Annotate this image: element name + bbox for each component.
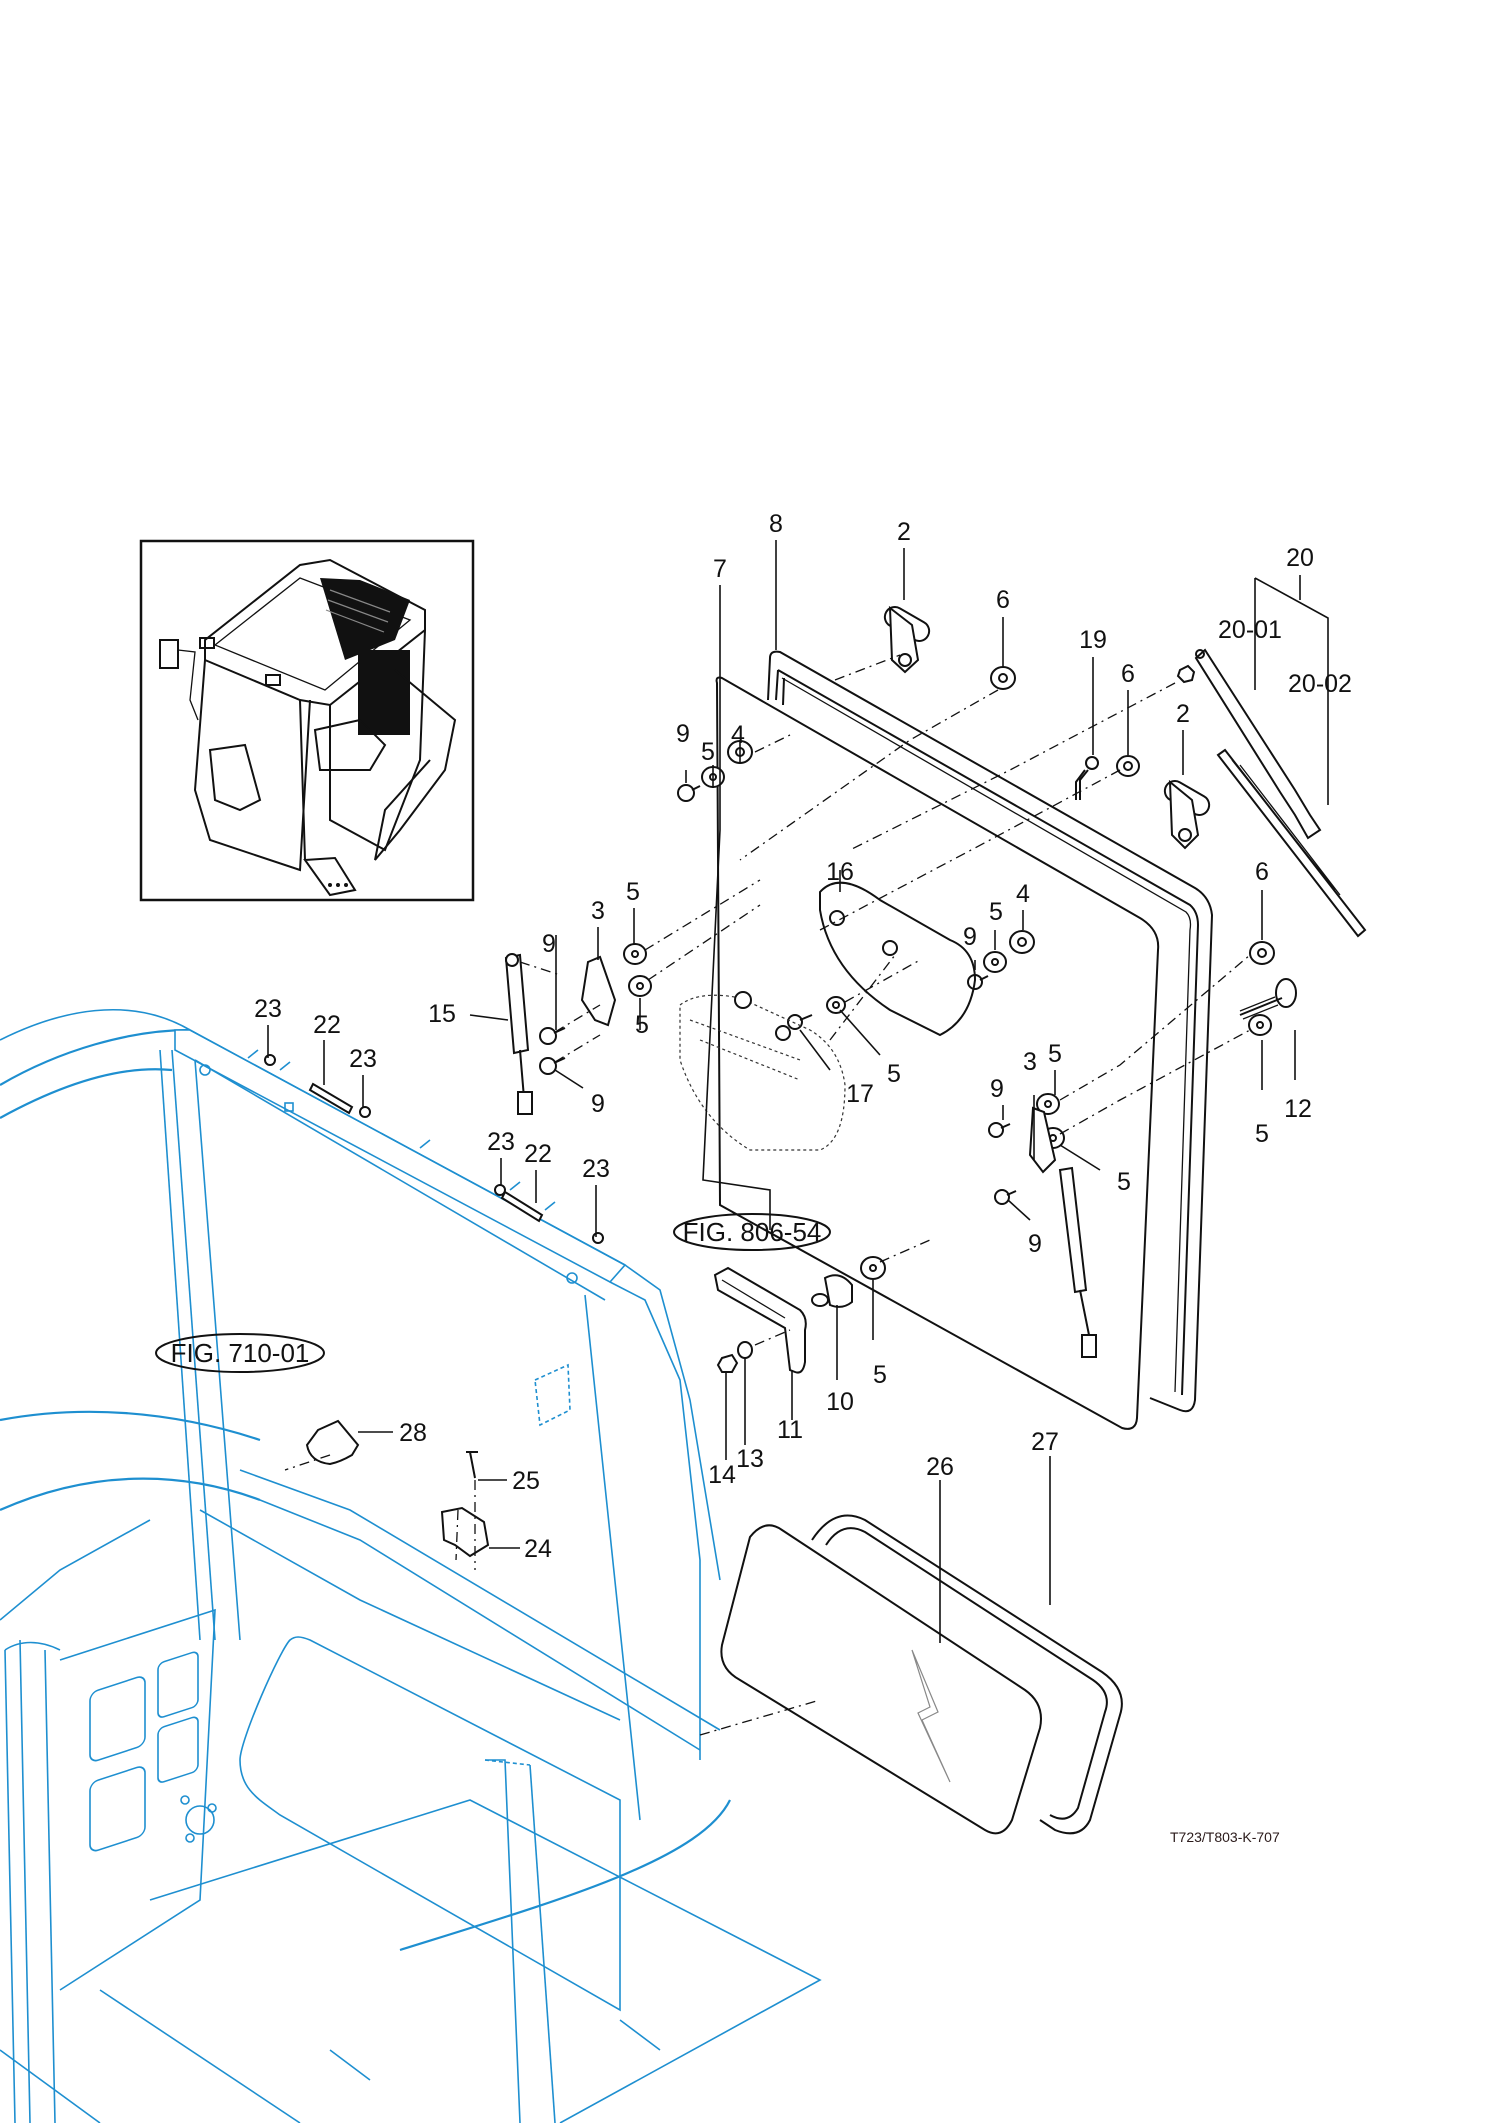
cab-overview-inset	[139, 539, 475, 902]
callout-25: 25	[512, 1467, 540, 1495]
striker-bolt	[1239, 978, 1297, 1020]
callout-23: 23	[349, 1045, 377, 1073]
callout-9: 9	[963, 923, 977, 951]
grommet	[1116, 755, 1140, 777]
handle-nut	[716, 1353, 739, 1373]
callout-5: 5	[989, 898, 1003, 926]
callout-5: 5	[626, 878, 640, 906]
callout-9: 9	[1028, 1230, 1042, 1258]
wiper-nut	[1176, 664, 1196, 684]
latch-bracket	[1028, 1106, 1057, 1174]
door-handle	[713, 1266, 807, 1374]
interior-light	[679, 994, 846, 1151]
glass-reflection-mark	[911, 1649, 951, 1783]
callout-22: 22	[313, 1011, 341, 1039]
grommet	[990, 666, 1016, 690]
callout-8: 8	[769, 510, 783, 538]
callout-27: 27	[1031, 1428, 1059, 1456]
callout-28: 28	[399, 1419, 427, 1447]
callout-2: 2	[1176, 700, 1190, 728]
callout-5: 5	[1117, 1168, 1131, 1196]
light-connector	[734, 991, 752, 1009]
wiper-blade	[1216, 748, 1367, 938]
gas-strut-left	[504, 953, 533, 1115]
fig-710-01-label: FIG. 710-01	[171, 1338, 310, 1368]
callout-14: 14	[708, 1461, 736, 1489]
callout-22: 22	[524, 1140, 552, 1168]
wiper-motor-fitting	[1075, 756, 1099, 800]
callout-2: 2	[897, 518, 911, 546]
callout-13: 13	[736, 1445, 764, 1473]
cab-frame-outline	[0, 1008, 822, 2123]
rear-window-seal	[811, 1514, 1123, 1835]
hinge-pin	[500, 1190, 544, 1223]
callout-26: 26	[926, 1453, 954, 1481]
latch-bracket	[580, 955, 617, 1027]
callout-16: 16	[826, 858, 854, 886]
fig-806-54-label: FIG. 806-54	[683, 1217, 822, 1247]
fig-710-01-ref[interactable]: FIG. 710-01	[155, 1333, 325, 1373]
callout-9: 9	[990, 1075, 1004, 1103]
callout-12: 12	[1284, 1095, 1312, 1123]
callout-23: 23	[254, 995, 282, 1023]
callout-9: 9	[542, 930, 556, 958]
callout-labels: 8 7 2 6 19 6 2 20 20-01 20-02 9 5 4 16 6…	[254, 510, 1352, 1563]
callout-17: 17	[846, 1080, 874, 1108]
callout-23: 23	[582, 1155, 610, 1183]
callout-20-02: 20-02	[1288, 670, 1352, 698]
callout-5: 5	[887, 1060, 901, 1088]
handle-washer	[737, 1341, 753, 1359]
hinge-pin	[308, 1082, 354, 1115]
callout-5: 5	[1255, 1120, 1269, 1148]
callout-24: 24	[524, 1535, 552, 1563]
callout-6: 6	[996, 586, 1010, 614]
callout-3: 3	[591, 897, 605, 925]
hinge-lower	[1163, 779, 1211, 850]
countersunk-screw	[466, 1451, 478, 1479]
callout-3: 3	[1023, 1048, 1037, 1076]
callout-7: 7	[713, 555, 727, 583]
callout-5: 5	[635, 1011, 649, 1039]
grommet	[1249, 941, 1275, 965]
rear-window-glass	[720, 1524, 1042, 1835]
callout-15: 15	[428, 1000, 456, 1028]
gas-strut-right	[1058, 1166, 1097, 1358]
callout-6: 6	[1121, 660, 1135, 688]
callout-9: 9	[676, 720, 690, 748]
leader-lines	[267, 540, 1329, 1643]
callout-9: 9	[591, 1090, 605, 1118]
callout-5: 5	[1048, 1040, 1062, 1068]
callout-23: 23	[487, 1128, 515, 1156]
callout-20-01: 20-01	[1218, 616, 1282, 644]
hinge-upper	[883, 605, 931, 674]
callout-4: 4	[731, 721, 745, 749]
drawing-id: T723/T803-K-707	[1170, 1829, 1280, 1845]
fig-806-54-ref[interactable]: FIG. 806-54	[673, 1213, 831, 1251]
handle-bush	[811, 1274, 853, 1308]
callout-10: 10	[826, 1388, 854, 1416]
callout-6: 6	[1255, 858, 1269, 886]
door-glass-assembly	[715, 650, 1214, 1430]
callout-5: 5	[873, 1361, 887, 1389]
door-stop	[440, 1506, 490, 1558]
hinge-pins	[199, 1049, 578, 1284]
wiper-arm	[1194, 648, 1322, 840]
light-connector	[775, 1025, 791, 1041]
rubber-bumper	[305, 1419, 360, 1466]
assembly-lines	[284, 654, 1251, 1570]
callout-19: 19	[1079, 626, 1107, 654]
callout-5: 5	[701, 738, 715, 766]
callout-4: 4	[1016, 880, 1030, 908]
bolts	[539, 784, 1017, 1205]
light-gasket	[819, 881, 977, 1037]
callout-20: 20	[1286, 544, 1314, 572]
callout-11: 11	[777, 1416, 803, 1444]
